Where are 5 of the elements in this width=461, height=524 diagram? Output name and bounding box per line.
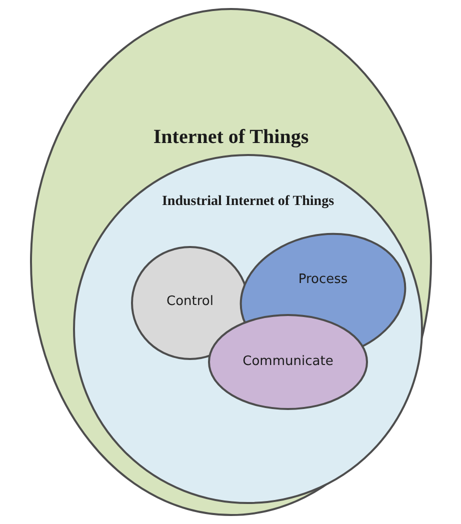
ellipse-label: Control — [166, 294, 214, 309]
ellipse-label: Internet of Things — [153, 126, 309, 149]
ellipse-label: Industrial Internet of Things — [162, 194, 334, 210]
ellipse-label: Process — [298, 272, 348, 287]
ellipse-label: Communicate — [242, 354, 334, 369]
